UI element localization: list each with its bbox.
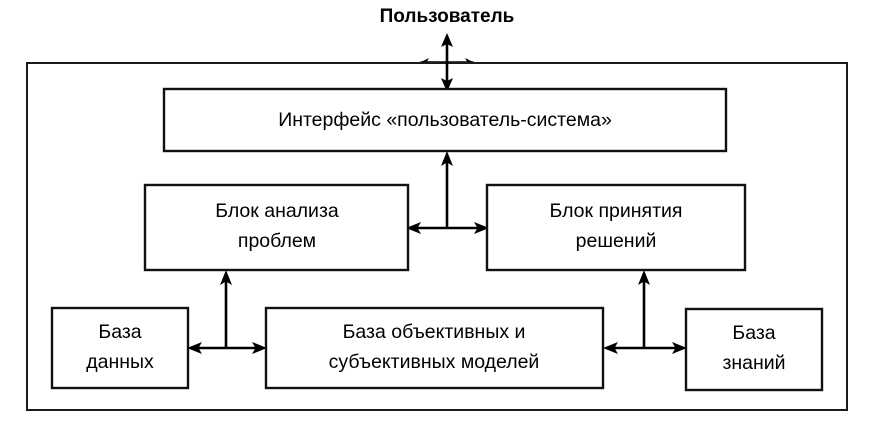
edge-connector-to-analysis xyxy=(220,270,232,348)
actor-label-user: Пользователь xyxy=(380,6,515,27)
node-database-label-line1: База xyxy=(98,321,141,343)
edge-user-interface-overlay xyxy=(441,33,453,92)
arrowhead-right-to-decision xyxy=(474,222,489,234)
node-decision-making-label-line2: решений xyxy=(576,230,657,252)
arrowhead-up-to-interface xyxy=(441,151,453,166)
arrowhead-left-to-database xyxy=(187,342,202,354)
arrowhead-down-to-interface xyxy=(441,78,453,92)
node-models-base-box[interactable] xyxy=(264,306,605,390)
arrowhead-right-to-models xyxy=(252,342,267,354)
node-knowledge-base-label-line2: знаний xyxy=(722,352,785,374)
node-models-base[interactable]: База объективных и субъективных моделей xyxy=(264,306,605,390)
edge-analysis-decision xyxy=(406,222,489,234)
node-problem-analysis[interactable]: Блок анализа проблем xyxy=(143,183,410,272)
arrowhead-right-to-knowledge xyxy=(672,342,687,354)
arrowhead-left-to-analysis xyxy=(406,222,421,234)
node-models-base-label-line1: База объективных и xyxy=(343,321,526,343)
arrowhead-left-to-models xyxy=(603,342,618,354)
edge-database-models xyxy=(187,342,267,354)
node-decision-making-box[interactable] xyxy=(485,183,747,272)
node-knowledge-base-box[interactable] xyxy=(684,307,824,392)
node-problem-analysis-label-line2: проблем xyxy=(238,230,316,252)
node-decision-making-label-line1: Блок принятия xyxy=(550,200,683,222)
node-models-base-label-line2: субъективных моделей xyxy=(329,351,540,373)
node-interface-box[interactable] xyxy=(162,87,728,153)
edge-models-knowledge xyxy=(603,342,687,354)
node-problem-analysis-label-line1: Блок анализа xyxy=(215,200,339,222)
node-interface-label-line1: Интерфейс «пользователь-система» xyxy=(278,109,612,131)
node-knowledge-base[interactable]: База знаний xyxy=(684,307,824,392)
node-interface[interactable]: Интерфейс «пользователь-система» xyxy=(162,87,728,153)
node-database-label-line2: данных xyxy=(86,351,154,373)
node-knowledge-base-label-line1: База xyxy=(732,322,775,344)
edge-connector-to-interface xyxy=(441,151,453,228)
edge-connector-to-decision xyxy=(638,270,650,348)
node-database[interactable]: База данных xyxy=(50,306,190,390)
arrowhead-up-to-analysis xyxy=(220,270,232,285)
node-decision-making[interactable]: Блок принятия решений xyxy=(485,183,747,272)
arrowhead-up-to-user xyxy=(441,33,453,47)
node-database-box[interactable] xyxy=(50,306,190,390)
arrowhead-up-to-decision xyxy=(638,270,650,285)
node-problem-analysis-box[interactable] xyxy=(143,183,410,272)
